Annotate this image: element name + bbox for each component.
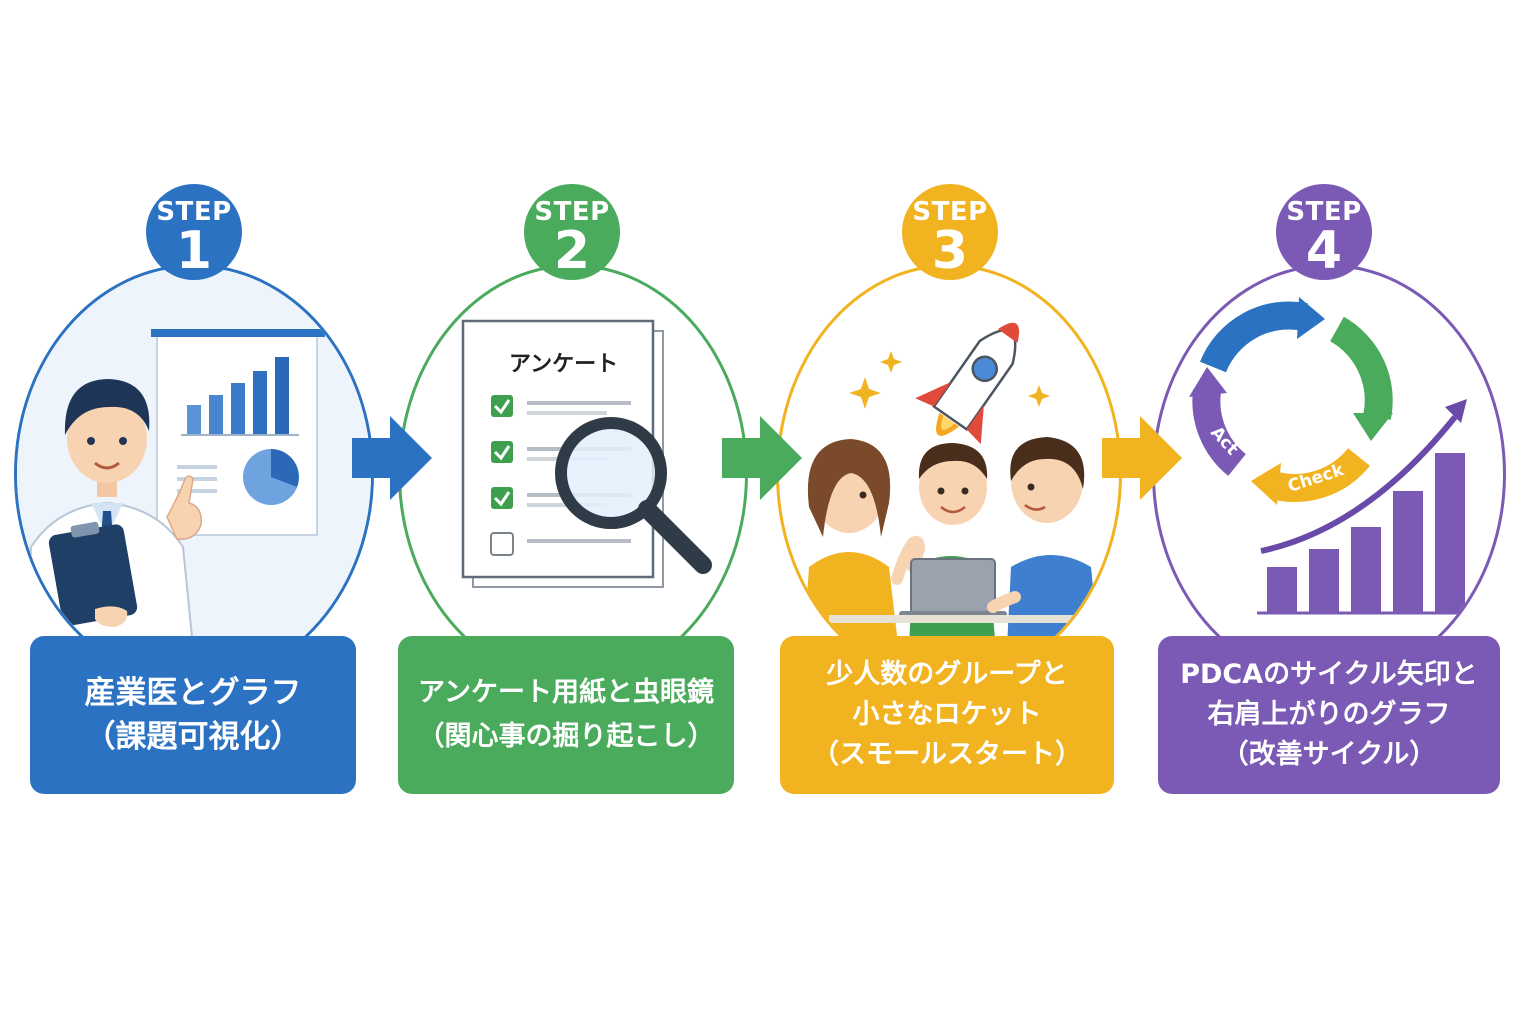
step-3-ring [776,264,1122,684]
step-2-number: 2 [553,221,591,281]
step-2-caption-line-2: （関心事の掘り起こし） [417,721,715,752]
step-3-label: STEP [912,197,988,227]
step-4-label: STEP [1286,197,1362,227]
survey-title: アンケート [509,352,618,377]
step-4-number: 4 [1305,221,1343,281]
step-4-caption-line-3: （改善サイクル） [1221,739,1437,770]
step-4-badge: STEP 4 [1276,184,1372,280]
step-3-caption-line-1: 少人数のグループと [826,659,1068,690]
step-2-badge: STEP 2 [524,184,620,280]
step-1-ring [14,264,374,684]
step-4-caption-line-1: PDCAのサイクル矢印と [1180,659,1478,690]
step-2-ring: アンケート [398,264,748,684]
step-3-badge: STEP 3 [902,184,998,280]
step-1-label: STEP [156,197,232,227]
presentation-board-icon [151,329,325,536]
physician-graph-illustration [17,267,371,681]
group-rocket-illustration [801,322,1103,681]
step-2-caption-line-1: アンケート用紙と虫眼鏡 [418,677,714,708]
pdca-graph-illustration: Plan Do Check Act [1189,297,1471,615]
step-3-caption: 少人数のグループと 小さなロケット （スモールスタート） [780,636,1114,794]
right-arrow-icon [352,416,432,504]
step-4-ring: Plan Do Check Act [1152,264,1506,684]
step-1-caption-line-1: 産業医とグラフ [84,675,302,711]
survey-magnifier-illustration: アンケート [461,319,712,588]
step-1-caption: 産業医とグラフ （課題可視化） [30,636,356,794]
sparkle-icon [849,351,1050,409]
rising-bar-chart-icon [1257,399,1471,615]
step-4-caption: PDCAのサイクル矢印と 右肩上がりのグラフ （改善サイクル） [1158,636,1500,794]
step-2-label: STEP [534,197,610,227]
table-icon [829,615,1079,623]
pdca-cycle-icon: Plan Do Check Act [1189,297,1393,505]
step-3-number: 3 [931,221,969,281]
pdca-plan-label: Plan [1245,342,1287,362]
step-1-number: 1 [175,221,213,281]
step-3-caption-line-2: 小さなロケット [852,699,1042,730]
magnifier-icon [555,417,712,574]
step-2-caption: アンケート用紙と虫眼鏡 （関心事の掘り起こし） [398,636,734,794]
rocket-icon [915,322,1020,445]
right-arrow-icon [1102,416,1182,504]
doctor-icon [24,379,202,681]
step-4-caption-line-2: 右肩上がりのグラフ [1207,699,1451,730]
step-1-caption-line-2: （課題可視化） [84,719,302,755]
step-1-badge: STEP 1 [146,184,242,280]
right-arrow-icon [722,416,802,504]
step-3-caption-line-3: （スモールスタート） [812,739,1082,770]
